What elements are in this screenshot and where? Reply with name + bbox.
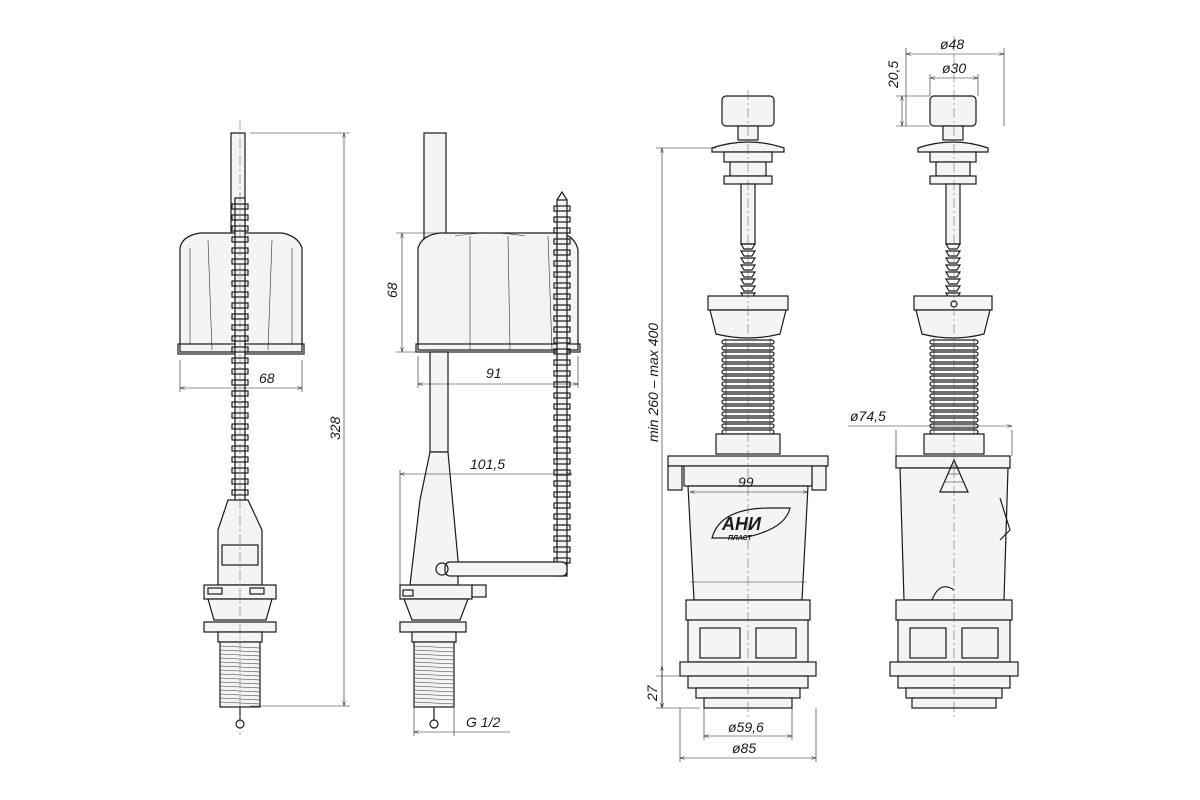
dim-328-height: 328 <box>327 416 343 440</box>
dim-74-5-dia: ø74,5 <box>850 408 886 424</box>
dim-85-dia: ø85 <box>732 740 756 756</box>
dim-48-dia: ø48 <box>940 36 964 52</box>
dim-68-float: 68 <box>384 282 400 298</box>
flush-valve-side-view <box>889 36 1019 720</box>
dim-91-width: 91 <box>486 365 502 381</box>
dim-20-5-height: 20,5 <box>885 61 901 89</box>
fill-valve-side-dims: 68 91 101,5 G 1/2 <box>384 232 579 736</box>
dim-99-width: 99 <box>738 474 754 490</box>
flush-valve-side-dims: ø48 ø30 20,5 ø74,5 <box>848 36 1013 456</box>
dim-30-dia: ø30 <box>942 60 966 76</box>
fill-valve-front-view <box>177 120 305 735</box>
dim-101-5-width: 101,5 <box>470 456 505 472</box>
thread <box>413 645 455 705</box>
dim-height-range: min 260 – max 400 <box>645 323 661 442</box>
rod-teeth <box>944 243 962 299</box>
flush-valve-front-view: АНИ ПЛАСТ <box>667 90 829 720</box>
svg-text:ПЛАСТ: ПЛАСТ <box>728 535 752 542</box>
dim-68-width: 68 <box>259 370 275 386</box>
brand-logo: АНИ ПЛАСТ <box>711 507 791 542</box>
dim-g12-thread: G 1/2 <box>466 714 500 730</box>
fill-valve-side-view <box>399 132 581 729</box>
dim-59-6-dia: ø59,6 <box>728 719 764 735</box>
flush-valve-front-dims: min 260 – max 400 99 27 ø59,6 ø85 <box>644 147 817 762</box>
svg-text:АНИ: АНИ <box>721 514 762 534</box>
dim-27-height: 27 <box>644 684 660 702</box>
fill-valve-front-dims: 68 328 <box>179 132 350 707</box>
